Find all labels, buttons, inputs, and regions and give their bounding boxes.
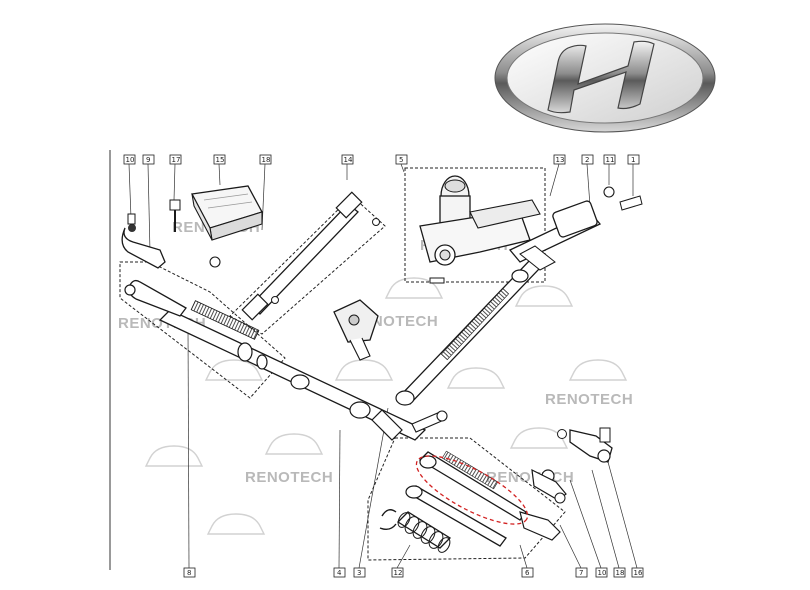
svg-text:4: 4	[337, 569, 342, 577]
callout-12: 12	[391, 567, 404, 578]
callout-10-bottom: 10	[595, 567, 608, 578]
callout-18-top: 18	[259, 154, 272, 165]
watermark-text: RENOTECH	[545, 391, 633, 408]
svg-text:16: 16	[634, 569, 643, 577]
callout-6: 6	[521, 567, 534, 578]
svg-text:3: 3	[357, 569, 361, 577]
control-module	[190, 185, 263, 241]
nut-icon	[169, 199, 221, 268]
svg-text:18: 18	[262, 156, 271, 164]
frame-motor-unit	[404, 167, 546, 283]
highlight-ellipse	[415, 455, 529, 525]
svg-text:15: 15	[216, 156, 225, 164]
callout-17: 17	[169, 154, 182, 165]
callout-14: 14	[341, 154, 354, 165]
svg-text:17: 17	[172, 156, 181, 164]
svg-text:5: 5	[399, 156, 403, 164]
svg-text:11: 11	[606, 156, 615, 164]
hyundai-logo	[494, 23, 716, 133]
callout-1: 1	[627, 154, 640, 165]
svg-text:6: 6	[525, 569, 530, 577]
svg-text:18: 18	[616, 569, 625, 577]
svg-text:7: 7	[579, 569, 583, 577]
watermark-layer: RENOTECH RENOTECH RENOTECH RENOTECH RENO…	[118, 219, 633, 486]
steering-column	[395, 200, 602, 406]
callout-16: 16	[631, 567, 644, 578]
frame-column-shaft	[229, 195, 386, 335]
frame-right-tie-rod	[367, 437, 566, 561]
callout-10-top: 10	[123, 154, 136, 165]
svg-text:13: 13	[556, 156, 565, 164]
callout-3: 3	[353, 567, 366, 578]
right-tie-rod-end	[557, 186, 643, 463]
universal-joint	[333, 299, 379, 361]
watermark-text: RENOTECH	[245, 469, 333, 486]
svg-text:10: 10	[598, 569, 607, 577]
left-tie-rod-end	[121, 213, 187, 317]
callout-4: 4	[333, 567, 346, 578]
callout-9-top: 9	[142, 154, 155, 165]
rack-boot	[379, 509, 452, 553]
bolt-icon	[411, 410, 448, 433]
callout-7: 7	[575, 567, 588, 578]
callout-8: 8	[183, 567, 196, 578]
callout-13: 13	[553, 154, 566, 165]
inner-tie-rod	[405, 450, 567, 547]
svg-text:9: 9	[146, 156, 150, 164]
svg-text:1: 1	[631, 156, 635, 164]
svg-text:2: 2	[585, 156, 589, 164]
callouts-top: 10 9 17 15 18 14 5 13 2 11 1	[123, 154, 640, 165]
svg-text:10: 10	[126, 156, 135, 164]
watermark-car-icons	[144, 277, 628, 535]
intermediate-shaft	[241, 191, 380, 321]
svg-text:12: 12	[394, 569, 403, 577]
callout-11: 11	[603, 154, 616, 165]
svg-text:14: 14	[344, 156, 353, 164]
electric-motor	[419, 175, 541, 284]
steering-rack	[158, 300, 427, 441]
callout-18-bottom: 18	[613, 567, 626, 578]
svg-text:8: 8	[187, 569, 191, 577]
callout-2: 2	[581, 154, 594, 165]
callout-15: 15	[213, 154, 226, 165]
callouts-bottom: 8 4 3 12 6 7 10 18 16	[183, 567, 644, 578]
callout-5: 5	[395, 154, 408, 165]
